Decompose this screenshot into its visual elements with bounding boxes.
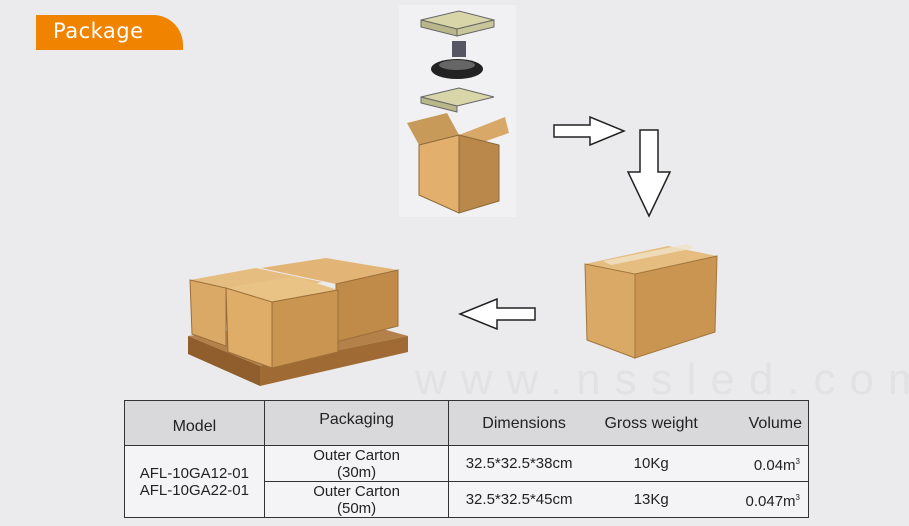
arrow-right-icon: [553, 115, 626, 147]
packaging-length: (50m): [336, 499, 377, 517]
weight-cell: 10Kg: [588, 445, 714, 482]
arrow-down-icon: [626, 129, 672, 218]
volume-value: 0.047m: [745, 493, 796, 510]
arrow-left-icon: [458, 297, 536, 331]
table-header-row: Model Packaging Dimensions Gross weight …: [124, 400, 809, 446]
packaging-label: Outer Carton: [313, 446, 400, 464]
packaging-length: (30m): [336, 463, 377, 481]
dimensions-cell: 32.5*32.5*45cm: [448, 481, 589, 518]
header-volume: Volume: [713, 400, 809, 446]
section-title-tag: Package: [36, 15, 183, 50]
volume-cell: 0.04m3: [713, 445, 809, 482]
packaging-cell: Outer Carton(50m): [263, 481, 450, 518]
table-row: Outer Carton(50m) 32.5*32.5*45cm 13Kg 0.…: [125, 481, 809, 518]
packing-exploded-illustration: [407, 10, 509, 214]
volume-exponent: 3: [795, 457, 800, 466]
volume-cell: 0.047m3: [713, 481, 809, 518]
sealed-carton-illustration: [584, 244, 718, 359]
volume-value: 0.04m: [753, 457, 796, 474]
packaging-label: Outer Carton: [313, 482, 400, 500]
packaging-cell: Outer Carton(30m): [263, 445, 450, 482]
header-model: Model: [124, 400, 265, 446]
dimensions-cell: 32.5*32.5*38cm: [448, 445, 589, 482]
volume-exponent: 3: [795, 493, 800, 502]
model-name: AFL-10GA22-01: [139, 481, 249, 499]
watermark: www.nssled.com: [415, 355, 909, 404]
package-spec-table: Model Packaging Dimensions Gross weight …: [124, 400, 809, 518]
header-gross-weight: Gross weight: [588, 400, 714, 446]
model-name: AFL-10GA12-01: [139, 464, 249, 482]
pallet-cartons-illustration: [188, 258, 408, 386]
header-packaging: Packaging: [263, 400, 450, 446]
weight-cell: 13Kg: [588, 481, 714, 518]
header-dimensions: Dimensions: [448, 400, 589, 446]
